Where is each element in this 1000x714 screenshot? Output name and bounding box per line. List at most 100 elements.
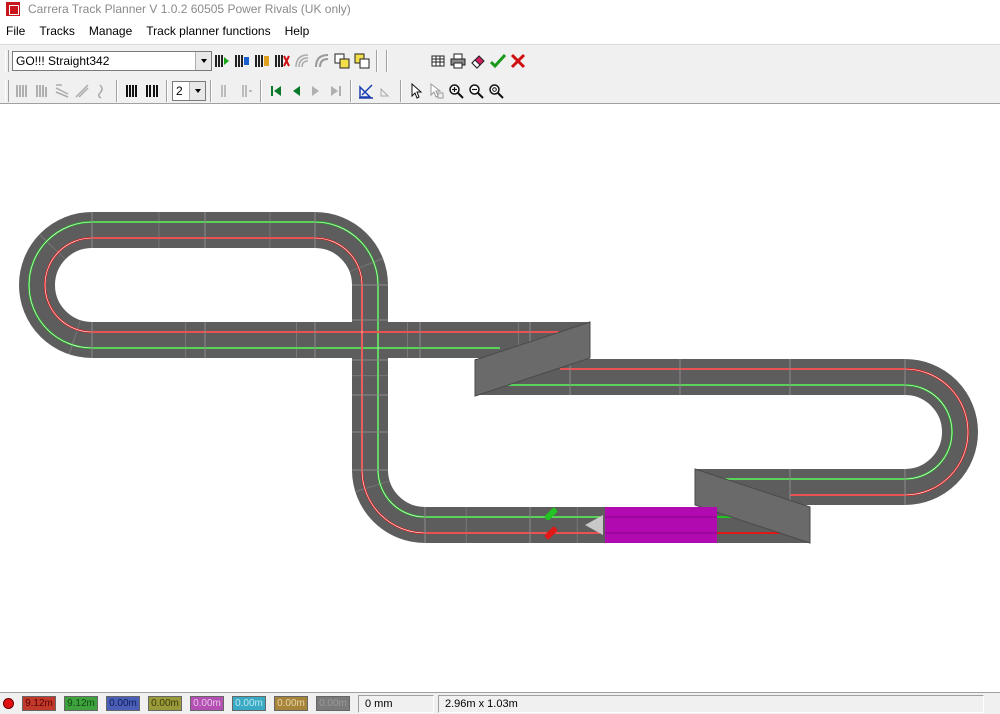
- curve-track-button[interactable]: [293, 50, 311, 72]
- lanes-alt-icon: [36, 85, 47, 97]
- toolbar-separator: [400, 80, 402, 102]
- skip-last-icon: [331, 86, 341, 96]
- measure-button[interactable]: [357, 80, 375, 102]
- checkmark-icon: [490, 53, 506, 69]
- zoom-fit-icon: [489, 84, 504, 99]
- toolbar-separator: [166, 80, 168, 102]
- printer-icon: [450, 53, 466, 69]
- chevron-down-icon[interactable]: [189, 82, 205, 100]
- track-loop-lower[interactable]: [475, 359, 978, 505]
- lane-count-dropdown[interactable]: 2: [172, 81, 206, 101]
- lane-change-icon: [55, 84, 69, 98]
- add-track-mid-button[interactable]: [253, 50, 271, 72]
- select-pointer-button[interactable]: [407, 80, 425, 102]
- start-arrow-icon: [585, 515, 603, 535]
- car-green[interactable]: [544, 507, 558, 521]
- track-layout[interactable]: [0, 105, 1000, 690]
- remove-track-button[interactable]: [273, 50, 291, 72]
- lane-right-icon: [242, 85, 252, 97]
- toolbar-separator: [116, 80, 118, 102]
- close-icon: [510, 53, 526, 69]
- cancel-button[interactable]: [509, 50, 527, 72]
- paste-button[interactable]: [353, 50, 371, 72]
- confirm-button[interactable]: [489, 50, 507, 72]
- lanes-dark-alt-icon: [146, 85, 158, 97]
- crossover-ramp-upper[interactable]: [474, 321, 591, 397]
- lanes-dark-button[interactable]: [123, 80, 141, 102]
- previous-button[interactable]: [287, 80, 305, 102]
- copy-icon: [334, 53, 350, 69]
- straight-lanes-button[interactable]: [13, 80, 31, 102]
- move-pointer-button[interactable]: [427, 80, 445, 102]
- toolbar-separator: [376, 50, 378, 72]
- eraser-icon: [471, 55, 485, 69]
- measure-alt-button[interactable]: [377, 80, 395, 102]
- track-end-icon: [235, 55, 249, 67]
- print-button[interactable]: [449, 50, 467, 72]
- lane-left-button[interactable]: [217, 80, 235, 102]
- start-finish-section[interactable]: [585, 507, 717, 543]
- toolbar-grip[interactable]: [5, 80, 9, 102]
- record-button[interactable]: [3, 698, 14, 709]
- chevron-down-icon[interactable]: [195, 52, 211, 70]
- lane-right-button[interactable]: [237, 80, 255, 102]
- zoom-in-button[interactable]: [447, 80, 465, 102]
- lanes-straight-icon: [16, 85, 27, 97]
- chicane-button[interactable]: [93, 80, 111, 102]
- lane-length-8: 0.00m: [316, 696, 350, 711]
- paste-icon: [354, 53, 370, 69]
- menu-tracks[interactable]: Tracks: [39, 24, 75, 38]
- clear-button[interactable]: [469, 50, 487, 72]
- car-red[interactable]: [544, 526, 558, 540]
- zoom-out-button[interactable]: [467, 80, 485, 102]
- toolbar-grip[interactable]: [5, 50, 9, 72]
- window-title: Carrera Track Planner V 1.0.2 60505 Powe…: [28, 2, 351, 16]
- ruler-icon: [359, 84, 373, 99]
- lane-change-button[interactable]: [53, 80, 71, 102]
- menu-track-planner-functions[interactable]: Track planner functions: [146, 24, 271, 38]
- zoom-fit-button[interactable]: [487, 80, 505, 102]
- lanes-alt-button[interactable]: [33, 80, 51, 102]
- lane-length-7: 0.00m: [274, 696, 308, 711]
- curve-track-alt-icon: [315, 54, 329, 68]
- lane-count-value: 2: [176, 84, 183, 98]
- last-button[interactable]: [327, 80, 345, 102]
- lane-length-6: 0.00m: [232, 696, 266, 711]
- grid-table-icon: [431, 55, 445, 67]
- track-mid-icon: [255, 55, 269, 67]
- toolbar-row-1: GO!!! Straight342: [0, 47, 528, 75]
- track-remove-icon: [275, 55, 290, 67]
- lane-length-1: 9.12m: [22, 696, 56, 711]
- status-bar: 9.12m 9.12m 0.00m 0.00m 0.00m 0.00m 0.00…: [0, 692, 1000, 714]
- crossover-ramp-lower[interactable]: [694, 468, 811, 544]
- play-back-icon: [293, 86, 300, 96]
- track-start-icon: [215, 55, 229, 67]
- move-pointer-icon: [430, 83, 444, 99]
- toolbar-row-2: 2: [0, 77, 506, 105]
- copy-button[interactable]: [333, 50, 351, 72]
- distance-readout: 0 mm: [358, 694, 434, 713]
- menu-file[interactable]: File: [6, 24, 26, 38]
- track-section-dividers: [91, 212, 906, 543]
- add-track-end-button[interactable]: [233, 50, 251, 72]
- curve-track-alt-button[interactable]: [313, 50, 331, 72]
- menu-manage[interactable]: Manage: [88, 24, 133, 38]
- lanes-dark-alt-button[interactable]: [143, 80, 161, 102]
- first-button[interactable]: [267, 80, 285, 102]
- lane-length-3: 0.00m: [106, 696, 140, 711]
- lane-left-icon: [221, 85, 226, 97]
- chicane-icon: [97, 84, 103, 99]
- track-select-dropdown[interactable]: GO!!! Straight342: [12, 51, 212, 71]
- menu-help[interactable]: Help: [284, 24, 310, 38]
- toolbar-separator: [386, 50, 388, 72]
- track-canvas[interactable]: [0, 105, 1000, 690]
- lane-length-5: 0.00m: [190, 696, 224, 711]
- layout-dimensions: 2.96m x 1.03m: [438, 694, 984, 713]
- next-button[interactable]: [307, 80, 325, 102]
- table-view-button[interactable]: [429, 50, 447, 72]
- crossover-button[interactable]: [73, 80, 91, 102]
- app-logo-icon: [6, 2, 20, 16]
- lane-length-4: 0.00m: [148, 696, 182, 711]
- title-bar: Carrera Track Planner V 1.0.2 60505 Powe…: [0, 0, 1000, 18]
- add-track-start-button[interactable]: [213, 50, 231, 72]
